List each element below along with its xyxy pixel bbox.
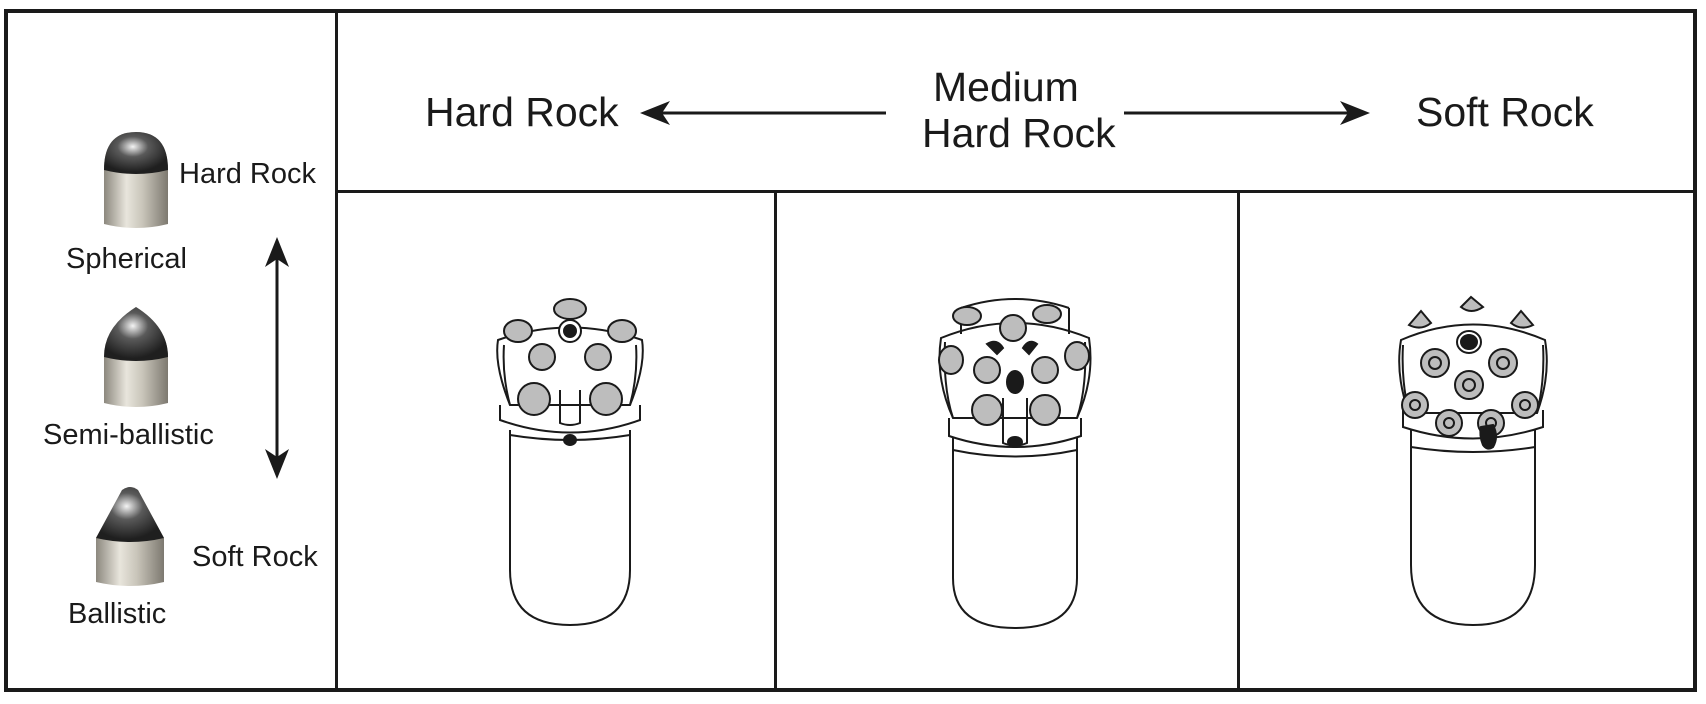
double-arrow-vertical-icon: [265, 237, 289, 479]
ballistic-button-bit-icon: [1398, 295, 1548, 627]
header-medium-label: Medium: [933, 64, 1079, 110]
header-hard-rock-label: Hard Rock: [425, 89, 619, 135]
header-divider: [335, 190, 1697, 193]
spherical-button-icon: [104, 132, 168, 228]
header-medium-hard-rock-label: Hard Rock: [922, 110, 1116, 156]
arrow-right-icon: [1124, 101, 1370, 125]
ballistic-button-icon: [96, 487, 164, 586]
ballistic-label: Ballistic: [68, 598, 167, 630]
semi-ballistic-label: Semi-ballistic: [43, 419, 214, 451]
diagram-frame: [4, 9, 1697, 692]
column-divider-1: [774, 190, 777, 692]
arrow-left-icon: [640, 101, 886, 125]
semi-ballistic-button-icon: [104, 307, 168, 407]
sidebar-soft-rock-label: Soft Rock: [192, 541, 318, 573]
sidebar-hard-rock-label: Hard Rock: [179, 158, 316, 190]
sidebar-divider: [335, 9, 338, 692]
spherical-button-bit-icon: [496, 298, 644, 627]
header-soft-rock-label: Soft Rock: [1416, 89, 1594, 135]
spherical-label: Spherical: [66, 243, 187, 275]
semi-ballistic-button-bit-icon: [938, 298, 1092, 630]
column-divider-2: [1237, 190, 1240, 692]
